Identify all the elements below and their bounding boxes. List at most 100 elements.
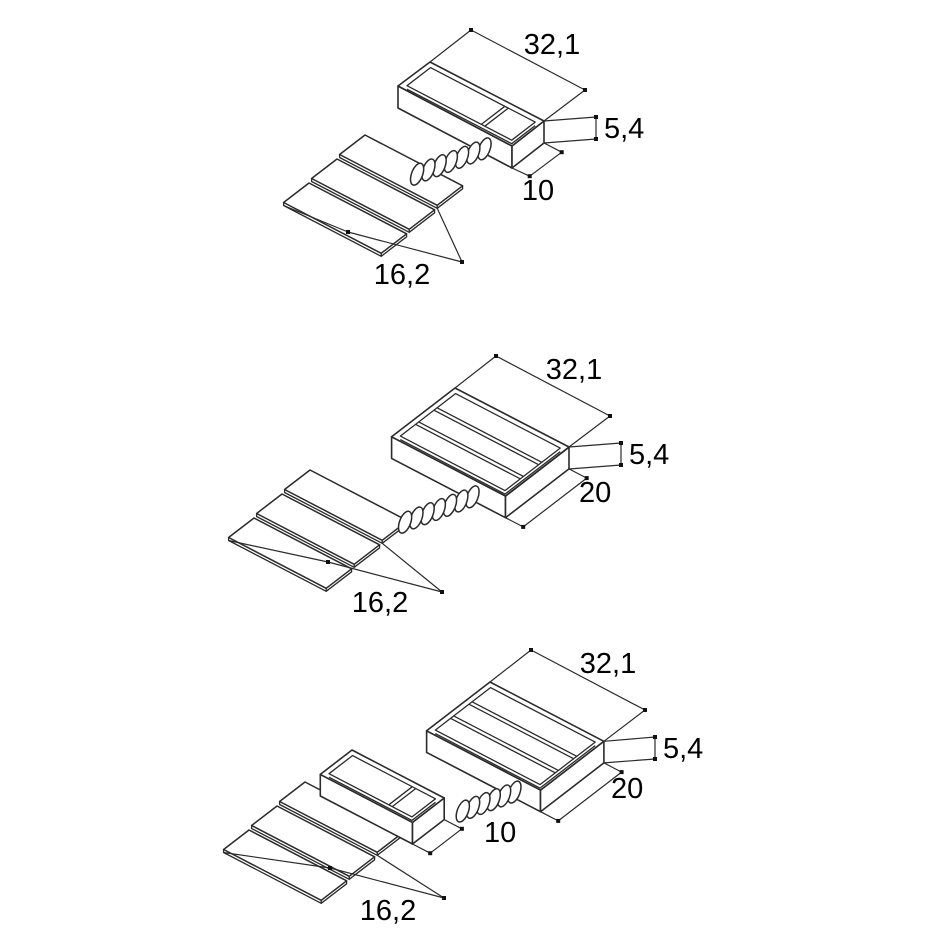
strip-sheet-edge xyxy=(222,849,348,904)
dim-tick xyxy=(442,896,446,900)
dim-tick xyxy=(583,88,587,92)
accordion-ribbon xyxy=(455,780,522,823)
extension-line xyxy=(489,649,646,742)
tray-small xyxy=(319,749,445,845)
dimension-line-length xyxy=(495,355,611,417)
dim-tick xyxy=(584,476,589,481)
tray-divider xyxy=(480,105,509,127)
dimension-line-strip xyxy=(327,561,443,593)
strip-sheets xyxy=(282,134,464,257)
strip-sheets xyxy=(222,781,404,904)
tray-divider xyxy=(433,407,543,466)
dim-tick xyxy=(529,648,533,652)
dimension-line-width-large xyxy=(557,771,622,822)
tray-divider xyxy=(468,701,578,760)
dim-label-width-large: 20 xyxy=(611,773,643,805)
dim-tick xyxy=(619,463,623,467)
dim-label-strip: 16,2 xyxy=(374,259,430,291)
dim-label-length: 32,1 xyxy=(524,29,580,61)
tray-divider xyxy=(415,421,524,480)
dim-tick xyxy=(594,115,598,119)
strip-sheet-edge xyxy=(255,513,381,568)
extension-line xyxy=(505,468,587,528)
tray-inner-depth xyxy=(434,733,596,789)
dim-tick xyxy=(326,560,330,564)
dim-label-width: 10 xyxy=(522,175,554,207)
connector-diagram-1: 32,1 5,4 10 16,2 xyxy=(282,28,644,291)
extension-line xyxy=(454,355,611,448)
connector-diagram-2: 32,1 5,4 20 16,2 xyxy=(227,354,669,619)
dimension-line-width xyxy=(529,151,563,177)
tray-inner-depth xyxy=(328,776,436,822)
dim-label-width: 20 xyxy=(579,477,611,509)
dim-tick xyxy=(527,174,532,179)
strip-sheet-edge xyxy=(250,825,376,880)
dimension-line-width-small xyxy=(429,828,463,854)
dim-tick xyxy=(556,818,561,823)
dim-label-strip: 16,2 xyxy=(352,587,408,619)
extension-line xyxy=(412,819,463,854)
tray-top-face xyxy=(319,749,445,824)
dimension-line-strip xyxy=(347,231,463,263)
dim-label-length: 32,1 xyxy=(580,648,636,680)
dim-tick xyxy=(619,441,623,445)
extension-line xyxy=(603,736,656,764)
dim-label-height: 5,4 xyxy=(604,113,644,145)
accordion-ribbon xyxy=(409,137,492,186)
strip-sheet-edge xyxy=(310,178,436,233)
tray-top-face xyxy=(397,61,545,147)
accordion-loop xyxy=(397,510,413,534)
dim-tick xyxy=(328,866,332,870)
accordion-ribbon xyxy=(397,485,480,534)
dim-tick xyxy=(469,28,473,32)
extension-line xyxy=(228,539,443,593)
dimension-line-length xyxy=(470,29,586,91)
extension-line xyxy=(511,142,562,177)
dim-tick xyxy=(440,590,444,594)
dim-tick xyxy=(619,770,624,775)
tray-divider xyxy=(450,715,559,774)
dim-tick xyxy=(608,414,612,418)
accordion-loop xyxy=(455,799,471,823)
strip-sheets xyxy=(227,469,409,592)
dim-tick xyxy=(346,230,350,234)
dim-label-width-small: 10 xyxy=(484,817,516,849)
dim-tick xyxy=(653,757,657,761)
dim-tick xyxy=(653,735,657,739)
connector-diagram-3: 32,1 5,4 20 10 16,2 xyxy=(222,648,703,927)
dimension-line-length xyxy=(530,649,646,711)
dim-label-strip: 16,2 xyxy=(360,895,416,927)
tray-large xyxy=(425,681,605,813)
dim-tick xyxy=(559,150,564,155)
tray-inner-depth xyxy=(406,88,536,145)
dimension-line-width xyxy=(522,477,588,528)
dim-label-height: 5,4 xyxy=(663,733,703,765)
tray-inner-depth xyxy=(399,439,561,495)
extension-line xyxy=(429,29,586,122)
dimensions: 32,1 5,4 20 10 16,2 xyxy=(223,648,703,927)
dim-label-length: 32,1 xyxy=(546,354,602,386)
extension-line xyxy=(540,762,622,822)
tray-inner-rim xyxy=(406,66,536,141)
dim-label-height: 5,4 xyxy=(629,439,669,471)
accordion-loop xyxy=(409,162,425,186)
extension-line xyxy=(283,204,463,263)
strip-sheet-edge xyxy=(282,202,408,257)
tray-large xyxy=(390,387,570,519)
dim-tick xyxy=(459,826,464,831)
dim-tick xyxy=(494,354,498,358)
tray-top-face xyxy=(425,681,605,791)
dim-tick xyxy=(643,708,647,712)
dimensions: 32,1 5,4 20 16,2 xyxy=(228,354,669,619)
extension-line xyxy=(543,116,597,144)
tray-top-face xyxy=(390,387,570,497)
extension-line xyxy=(568,442,622,470)
dim-tick xyxy=(460,260,464,264)
dim-tick xyxy=(521,524,526,529)
dim-tick xyxy=(594,137,598,141)
dimensions: 32,1 5,4 10 16,2 xyxy=(283,28,644,291)
extension-line xyxy=(223,851,445,899)
strip-sheet-edge xyxy=(227,537,353,592)
